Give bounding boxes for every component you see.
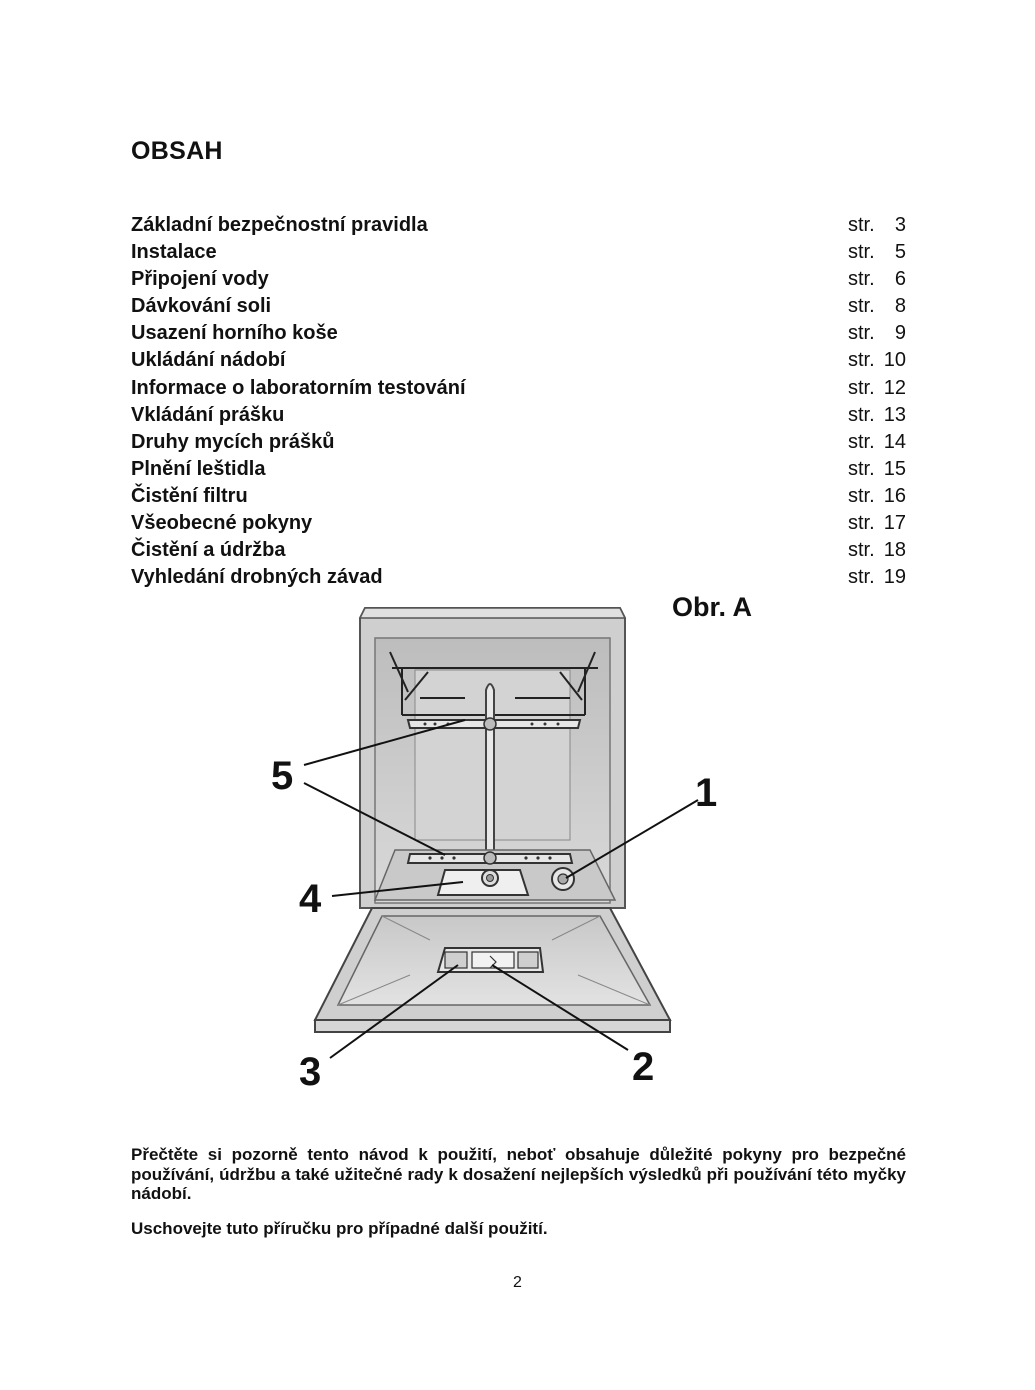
read-instructions-note: Přečtěte si pozorně tento návod k použit… [131,1145,906,1203]
toc-entry-label: Čistění a údržba [131,539,286,562]
callout-4: 4 [299,877,322,921]
upper-rack [389,651,598,716]
toc-entry-page: str. 5 [848,239,906,266]
page-prefix: str. [848,214,875,236]
page-number-ref: 17 [883,512,906,535]
toc-entry[interactable]: Usazení horního koše str. 9 [131,320,906,347]
toc-entry[interactable]: Čistění a údržba str. 18 [131,537,906,564]
toc-entry[interactable]: Druhy mycích prášků str. 14 [131,429,906,456]
toc-entry-page: str. 9 [848,320,906,347]
toc-entry[interactable]: Vkládání prášku str. 13 [131,402,906,429]
callout-3: 3 [299,1050,322,1094]
page-prefix: str. [848,295,875,318]
page-prefix: str. [848,268,875,291]
page-number-ref: 8 [894,295,906,318]
toc-entry[interactable]: Informace o laboratorním testování str. 12 [131,375,906,402]
page-number-ref: 19 [883,566,906,589]
toc-entry-label: Vyhledání drobných závad [131,566,383,589]
page-prefix: str. [848,512,875,535]
toc-entry-page: str. 3 [848,212,906,239]
toc-entry[interactable]: Všeobecné pokyny str. 17 [131,510,906,537]
toc-entry-page: str. 10 [848,347,906,374]
page-prefix: str. [848,403,875,426]
dishwasher-illustration [303,607,699,1059]
figure-label: Obr. A [672,592,753,622]
toc-entry[interactable]: Čistění filtru str. 16 [131,483,906,510]
toc-entry-page: str. 8 [848,293,906,320]
toc-entry-label: Druhy mycích prášků [131,430,335,453]
page-number-ref: 15 [883,457,906,480]
page-number-ref: 13 [883,403,906,426]
detergent-dispenser [436,947,545,973]
toc-entry[interactable]: Připojení vody str. 6 [131,266,906,293]
toc-entry-page: str. 6 [848,266,906,293]
toc-entry-label: Dávkování soli [131,295,272,318]
page-prefix: str. [848,484,875,507]
page-prefix: str. [848,322,875,345]
toc-entry[interactable]: Základní bezpečnostní pravidla str. 3 [131,212,906,239]
toc-entry-label: Instalace [131,241,217,264]
toc-entry-page: str. 15 [848,456,906,483]
page-number: 2 [513,1274,522,1291]
toc-entry[interactable]: Vyhledání drobných závad str. 19 [131,564,906,591]
callout-2: 2 [632,1045,655,1089]
page-prefix: str. [848,376,875,399]
toc-entry-page: str. 16 [848,483,906,510]
toc-entry[interactable]: Plnění leštidla str. 15 [131,456,906,483]
toc-entry-label: Ukládání nádobí [131,349,286,372]
page-prefix: str. [848,349,875,372]
toc-entry-page: str. 12 [848,375,906,402]
page-number-ref: 12 [883,376,906,399]
toc-entry-label: Připojení vody [131,268,269,291]
toc-entry[interactable]: Instalace str. 5 [131,239,906,266]
toc-entry-page: str. 13 [848,402,906,429]
toc-entry-page: str. 19 [848,564,906,591]
page-number-ref: 9 [894,322,906,345]
callout-5: 5 [271,754,294,798]
callout-1: 1 [695,771,718,815]
toc-entry-page: str. 14 [848,429,906,456]
page-prefix: str. [848,241,875,264]
callout-leaders [303,719,699,1059]
toc-entry-label: Informace o laboratorním testování [131,376,466,399]
page-number-ref: 6 [894,268,906,291]
toc-entry-page: str. 18 [848,537,906,564]
page-prefix: str. [848,539,875,562]
page-number-ref: 16 [883,484,906,507]
page-number-ref: 10 [883,349,906,372]
keep-manual-note: Uschovejte tuto příručku pro případné da… [131,1219,548,1238]
lower-spray-arm [406,851,574,865]
page-title: OBSAH [131,137,223,165]
toc-entry-label: Základní bezpečnostní pravidla [131,214,428,236]
toc-entry[interactable]: Ukládání nádobí str. 10 [131,347,906,374]
table-of-contents: Základní bezpečnostní pravidla str. 3 Inst… [131,212,906,591]
page-number-ref: 14 [883,430,906,453]
toc-entry-label: Vkládání prášku [131,403,285,426]
page-prefix: str. [848,566,875,589]
page-prefix: str. [848,430,875,453]
page-number-ref: 18 [883,539,906,562]
salt-container-cap [551,867,575,891]
page-number-ref: 5 [894,241,906,264]
upper-spray-arm [406,717,582,731]
toc-entry-label: Čistění filtru [131,484,248,507]
page-number-ref: 3 [894,214,906,236]
toc-entry[interactable]: Dávkování soli str. 8 [131,293,906,320]
toc-entry-label: Usazení horního koše [131,322,338,345]
toc-entry-page: str. 17 [848,510,906,537]
water-pipe [485,683,495,850]
toc-entry-label: Všeobecné pokyny [131,512,313,535]
filter [436,869,530,896]
page-prefix: str. [848,457,875,480]
toc-entry-label: Plnění leštidla [131,457,266,480]
